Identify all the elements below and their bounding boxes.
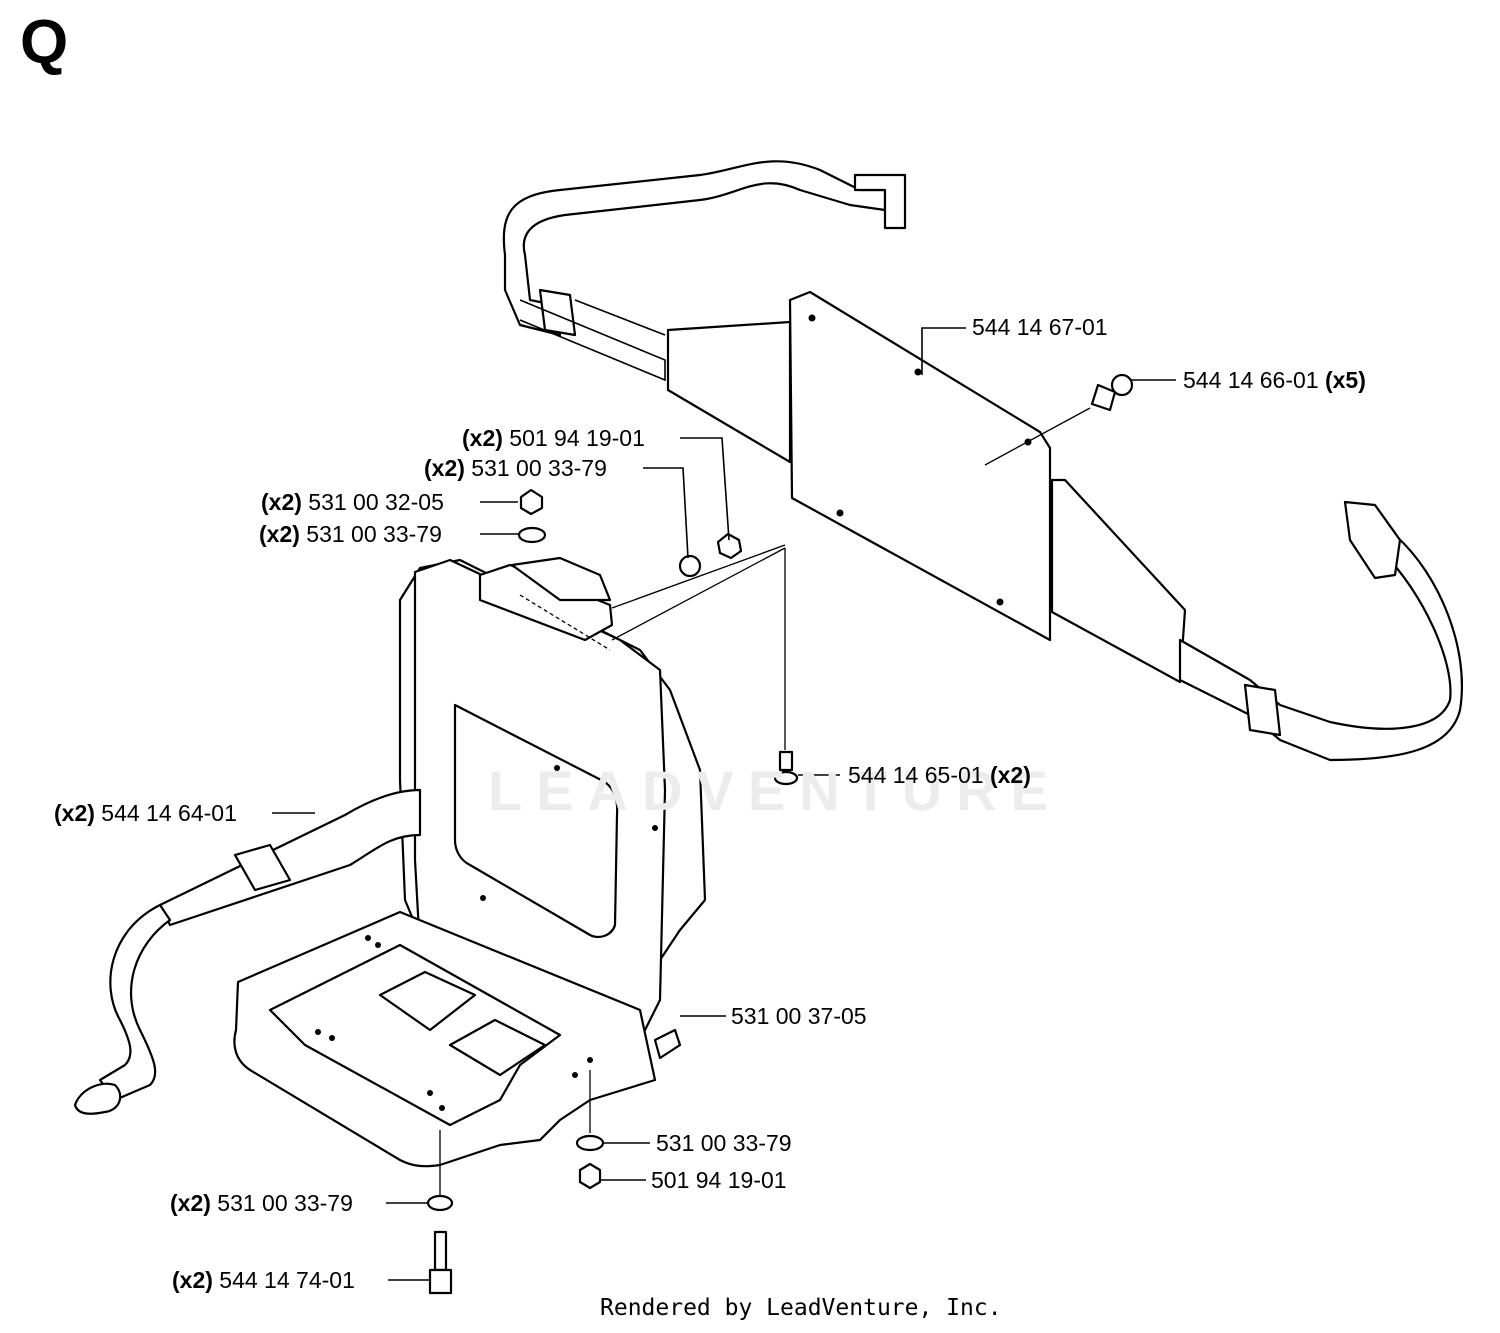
screw-544-14-66-01 [984, 373, 1134, 466]
part-quantity: (x2) [259, 521, 300, 547]
part-number: 531 00 33-79 [217, 1190, 353, 1216]
part-number: 531 00 33-79 [471, 455, 607, 481]
part-number: 544 14 64-01 [101, 800, 237, 826]
part-quantity: (x2) [989, 762, 1031, 788]
part-number: 531 00 33-79 [306, 521, 442, 547]
section-letter: Q [20, 8, 69, 77]
part-quantity: (x2) [261, 489, 302, 515]
shoulder-harness-strap-upper [502, 160, 907, 382]
watermark: LEADVENTURE [488, 759, 1063, 822]
part-number: 544 14 66-01 [1183, 367, 1319, 393]
part-number: 544 14 67-01 [972, 314, 1108, 340]
part-label[interactable]: (x2) 501 94 19-01 [462, 427, 645, 450]
part-label[interactable]: 531 00 37-05 [731, 1005, 867, 1028]
leader-lines [272, 327, 1176, 1281]
bracket-wedge-left [666, 320, 792, 464]
part-number: 544 14 74-01 [219, 1267, 355, 1293]
part-quantity: (x2) [170, 1190, 211, 1216]
part-label[interactable]: 501 94 19-01 [651, 1169, 787, 1192]
part-label[interactable]: 531 00 33-79 [656, 1132, 792, 1155]
part-label[interactable]: 544 14 67-01 [972, 316, 1108, 339]
part-quantity: (x2) [54, 800, 95, 826]
bracket-wedge-right [1050, 478, 1187, 684]
part-number: 501 94 19-01 [651, 1167, 787, 1193]
shoulder-harness-strap-right [1178, 500, 1464, 762]
part-quantity: (x2) [462, 425, 503, 451]
part-label[interactable]: 544 14 66-01 (x5) [1183, 369, 1366, 392]
backpack-frame [233, 556, 707, 1168]
footer-credit: Rendered by LeadVenture, Inc. [600, 1295, 1002, 1321]
part-label[interactable]: 544 14 65-01 (x2) [848, 764, 1031, 787]
part-quantity: (x2) [424, 455, 465, 481]
part-label[interactable]: (x2) 531 00 33-79 [170, 1192, 353, 1215]
part-label[interactable]: (x2) 531 00 32-05 [261, 491, 444, 514]
part-number: 501 94 19-01 [509, 425, 645, 451]
part-number: 531 00 32-05 [308, 489, 444, 515]
waist-belt-strap [73, 788, 422, 1115]
hardware-lower [426, 1070, 605, 1295]
hardware-upper [517, 488, 799, 786]
harness-plate [788, 290, 1052, 642]
part-number: 544 14 65-01 [848, 762, 984, 788]
part-label[interactable]: (x2) 544 14 64-01 [54, 802, 237, 825]
part-number: 531 00 33-79 [656, 1130, 792, 1156]
part-quantity: (x5) [1324, 367, 1366, 393]
part-label[interactable]: (x2) 531 00 33-79 [259, 523, 442, 546]
part-label[interactable]: (x2) 531 00 33-79 [424, 457, 607, 480]
part-number: 531 00 37-05 [731, 1003, 867, 1029]
part-quantity: (x2) [172, 1267, 213, 1293]
part-label[interactable]: (x2) 544 14 74-01 [172, 1269, 355, 1292]
